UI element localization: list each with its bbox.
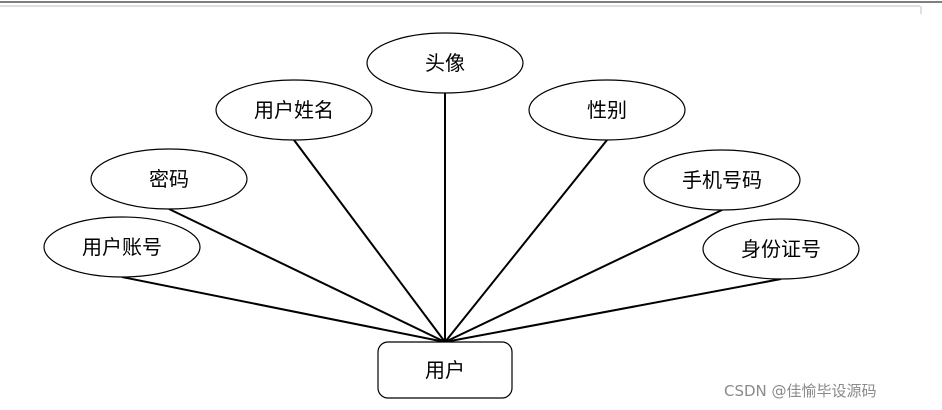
attribute-account: 用户账号 [43,216,201,278]
attribute-label: 头像 [425,51,465,75]
connector-username [293,139,446,343]
attribute-label: 用户账号 [82,235,162,259]
connector-phone [444,209,723,343]
attribute-label: 性别 [587,98,627,122]
attribute-label: 用户姓名 [254,98,334,122]
attribute-label: 密码 [149,167,189,191]
connector-password [168,208,446,343]
connector-account [121,276,446,343]
attribute-gender: 性别 [528,79,686,141]
connector-lines [121,93,782,343]
attribute-label: 身份证号 [741,237,821,261]
attribute-label: 手机号码 [682,168,762,192]
entity-label: 用户 [425,358,465,382]
connector-idcard [444,278,782,343]
attribute-username: 用户姓名 [215,79,373,141]
attribute-avatar: 头像 [366,32,524,94]
attribute-phone: 手机号码 [643,149,801,211]
attribute-idcard: 身份证号 [702,218,860,280]
entity-user: 用户 [377,341,513,399]
connector-gender [444,139,608,343]
watermark: CSDN @佳愉毕设源码 [724,382,877,400]
attribute-password: 密码 [90,148,248,210]
